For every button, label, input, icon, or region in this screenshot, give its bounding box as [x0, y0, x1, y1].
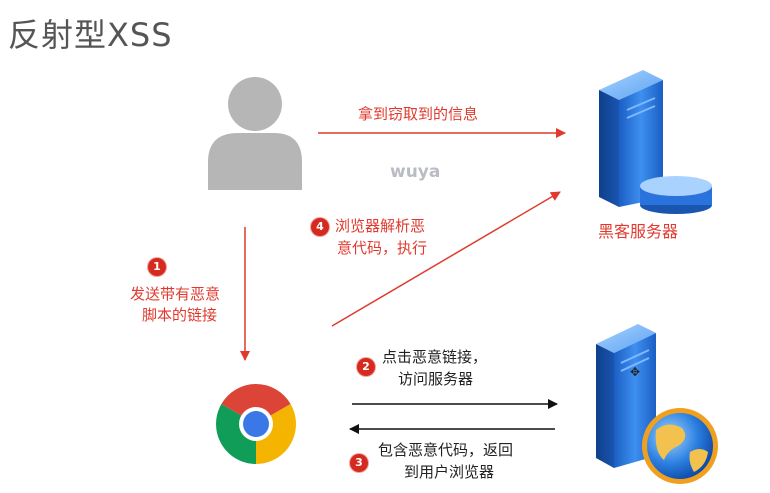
label-step1-line2: 脚本的链接: [142, 306, 218, 324]
page-title: 反射型XSS: [8, 16, 173, 54]
chrome-browser-icon: [216, 384, 296, 464]
step-badge-3: 3: [350, 454, 368, 472]
label-step4-line2: 意代码，执行: [337, 239, 428, 257]
step-badge-1: 1: [148, 258, 166, 276]
cursor-icon: ✥: [630, 365, 640, 379]
web-server-icon: ✥: [596, 324, 718, 484]
watermark: wuya: [390, 162, 441, 182]
label-step3-line2: 到用户浏览器: [404, 463, 495, 481]
label-step3-line1: 包含恶意代码，返回: [378, 441, 514, 459]
label-steal-info: 拿到窃取到的信息: [358, 105, 479, 123]
label-step1-line1: 发送带有恶意: [130, 285, 221, 303]
step-badge-4: 4: [311, 218, 329, 236]
step-badge-2: 2: [357, 358, 375, 376]
user-icon: [208, 77, 302, 190]
hacker-server-icon: [599, 70, 712, 214]
label-step4-line1: 浏览器解析恶: [335, 217, 426, 235]
label-step2-line1: 点击恶意链接，: [382, 348, 488, 366]
arrow-browser-execute: [331, 191, 561, 327]
label-step2-line2: 访问服务器: [398, 370, 474, 388]
label-hacker-server: 黑客服务器: [598, 222, 679, 241]
